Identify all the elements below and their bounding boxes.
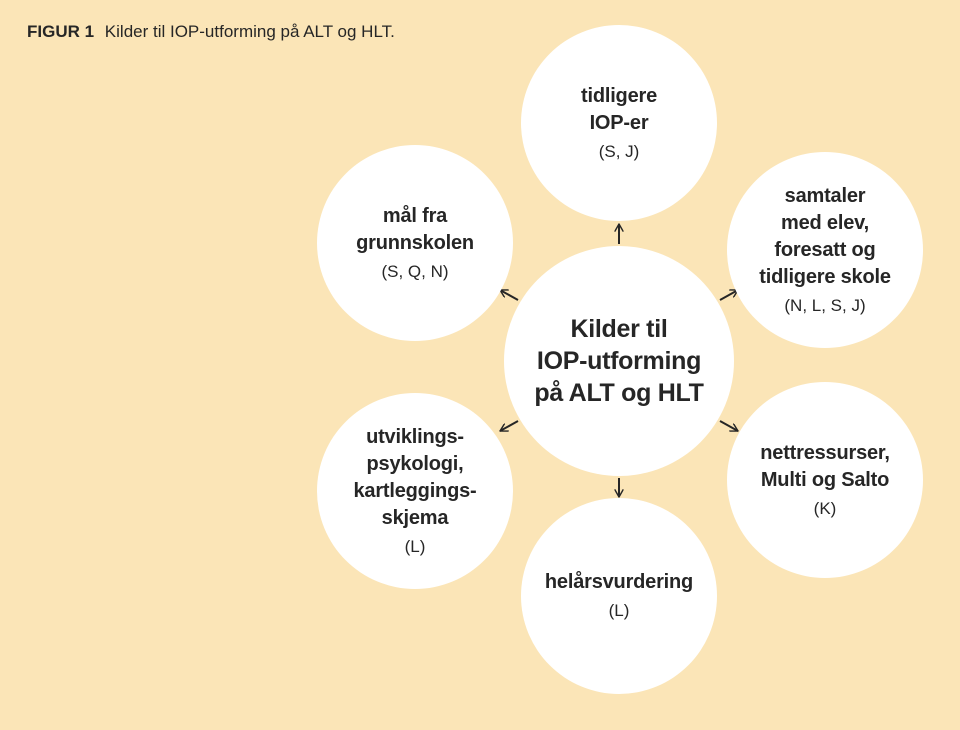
node-sources: (L) (608, 601, 630, 620)
arrow-to-top-left (500, 289, 519, 301)
figure-caption: FIGUR 1 Kilder til IOP-utforming på ALT … (27, 22, 395, 42)
node-title: tidligere IOP-er (581, 84, 657, 134)
node-title: mål fra grunnskolen (356, 204, 474, 254)
center-node: Kilder til IOP-utforming på ALT og HLT (504, 246, 734, 476)
node-mal-fra-grunnskolen: mål fra grunnskolen (S, Q, N) (317, 145, 513, 341)
node-title: samtaler med elev, foresatt og tidligere… (759, 184, 891, 288)
node-title: helårsvurdering (544, 571, 694, 593)
arrow-to-bottom-right (719, 420, 738, 432)
node-title: nettressurser, Multi og Salto (760, 441, 890, 491)
center-title: Kilder til IOP-utforming på ALT og HLT (534, 315, 704, 407)
figure-label: FIGUR 1 (27, 22, 95, 41)
node-nettressurser: nettressurser, Multi og Salto (K) (727, 382, 923, 578)
node-helarsvurdering: helårsvurdering (L) (521, 498, 717, 694)
arrow-to-bottom-left (500, 420, 519, 432)
node-sources: (N, L, S, J) (784, 295, 866, 315)
node-samtaler: samtaler med elev, foresatt og tidligere… (727, 152, 923, 348)
node-sources: (L) (404, 536, 426, 556)
node-title: utviklings- psykologi, kartleggings- skj… (353, 425, 477, 529)
node-tidligere-iop: tidligere IOP-er (S, J) (521, 25, 717, 221)
node-sources: (S, J) (598, 141, 640, 161)
node-sources: (S, Q, N) (381, 261, 449, 281)
node-utviklingspsykologi: utviklings- psykologi, kartleggings- skj… (317, 393, 513, 589)
node-sources: (K) (813, 498, 837, 518)
figure-caption-text: Kilder til IOP-utforming på ALT og HLT. (104, 22, 395, 41)
